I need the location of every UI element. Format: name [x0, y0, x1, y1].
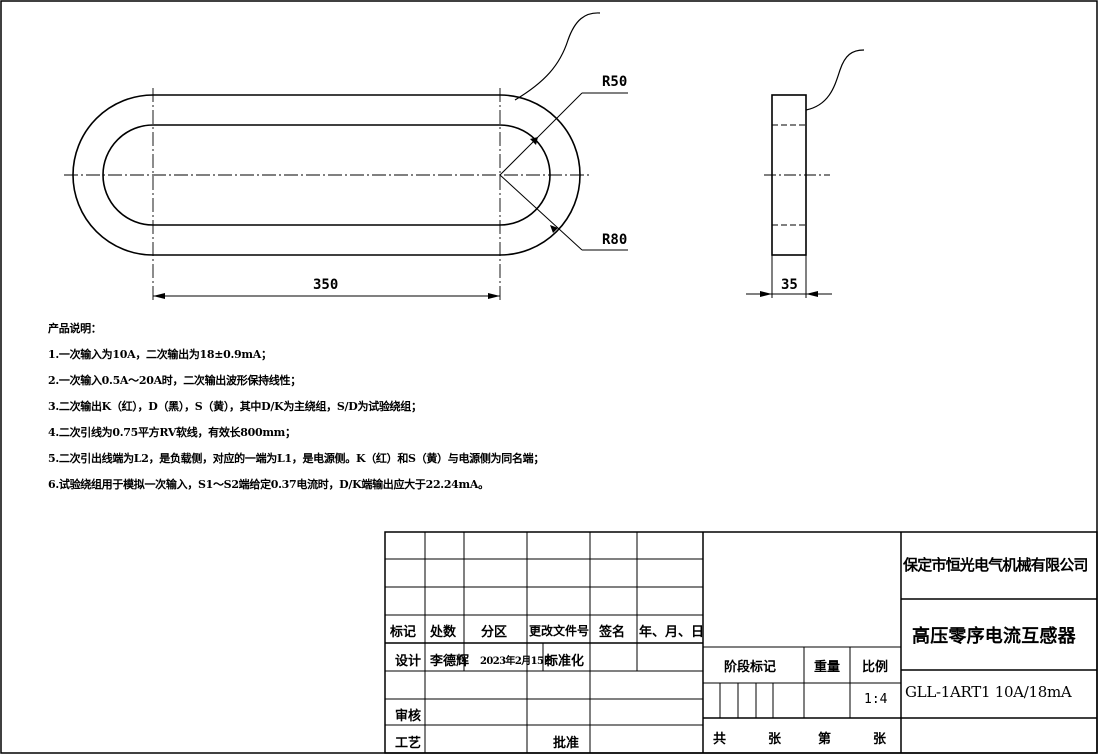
header-change-doc: 更改文件号	[529, 624, 590, 638]
review-label: 审核	[395, 709, 422, 724]
title-block-grid	[384, 531, 1098, 754]
dim-35-label: 35	[781, 277, 798, 293]
process-label: 工艺	[395, 736, 422, 751]
sheets-label-2: 张	[873, 732, 887, 747]
front-centerlines	[64, 88, 592, 300]
arrow-r80	[550, 225, 558, 233]
header-date: 年、月、日	[639, 625, 705, 640]
product-notes: 产品说明： 1.一次输入为10A，二次输出为18±0.9mA； 2.一次输入0.…	[48, 316, 544, 498]
stage-mark-label: 阶段标记	[724, 660, 777, 675]
note-item: 5.二次引出线端为L2，是负载侧，对应的一端为L1，是电源侧。K（红）和S（黄）…	[48, 452, 545, 465]
product-name: 高压零序电流互感器	[912, 626, 1076, 647]
note-item: 2.一次输入0.5A～20A时，二次输出波形保持线性；	[48, 374, 301, 387]
dim-r50-label: R50	[602, 74, 628, 90]
company-name: 保定市恒光电气机械有限公司	[903, 556, 1088, 574]
dim-350-label: 350	[313, 277, 339, 293]
side-lead-wire	[805, 49, 865, 111]
radius-leaders	[499, 92, 628, 251]
design-date: 2023年2月15日	[480, 656, 553, 667]
model-number: GLL-1ART1 10A/18mA	[905, 683, 1072, 701]
header-sign: 签名	[599, 625, 626, 640]
header-count: 处数	[430, 625, 457, 640]
header-mark: 标记	[390, 625, 417, 640]
scale-label: 比例	[862, 660, 889, 675]
note-item: 6.试验绕组用于模拟一次输入，S1～S2端给定0.37电流时，D/K端输出应大于…	[48, 478, 489, 491]
front-view	[72, 94, 581, 256]
note-item: 3.二次输出K（红），D（黑），S（黄），其中D/K为主绕组，S/D为试验绕组；	[48, 400, 422, 413]
dim-r80-label: R80	[602, 232, 628, 248]
sheets-label: 张	[768, 732, 782, 747]
page-label: 第	[818, 732, 832, 747]
arrow-r50	[530, 137, 538, 145]
designer-name: 李德辉	[430, 654, 470, 669]
weight-label: 重量	[814, 660, 841, 675]
outer-contour	[72, 94, 581, 256]
lead-wire	[514, 12, 601, 101]
header-zone: 分区	[481, 625, 508, 640]
total-label: 共	[713, 732, 727, 747]
standardize-label: 标准化	[545, 654, 585, 669]
note-item: 1.一次输入为10A，二次输出为18±0.9mA；	[48, 348, 272, 361]
note-item: 4.二次引线为0.75平方RV软线，有效长800mm；	[48, 426, 296, 439]
approve-label: 批准	[553, 736, 580, 751]
design-label: 设计	[395, 654, 422, 669]
notes-title: 产品说明：	[48, 322, 102, 335]
scale-value: 1:4	[864, 692, 888, 707]
